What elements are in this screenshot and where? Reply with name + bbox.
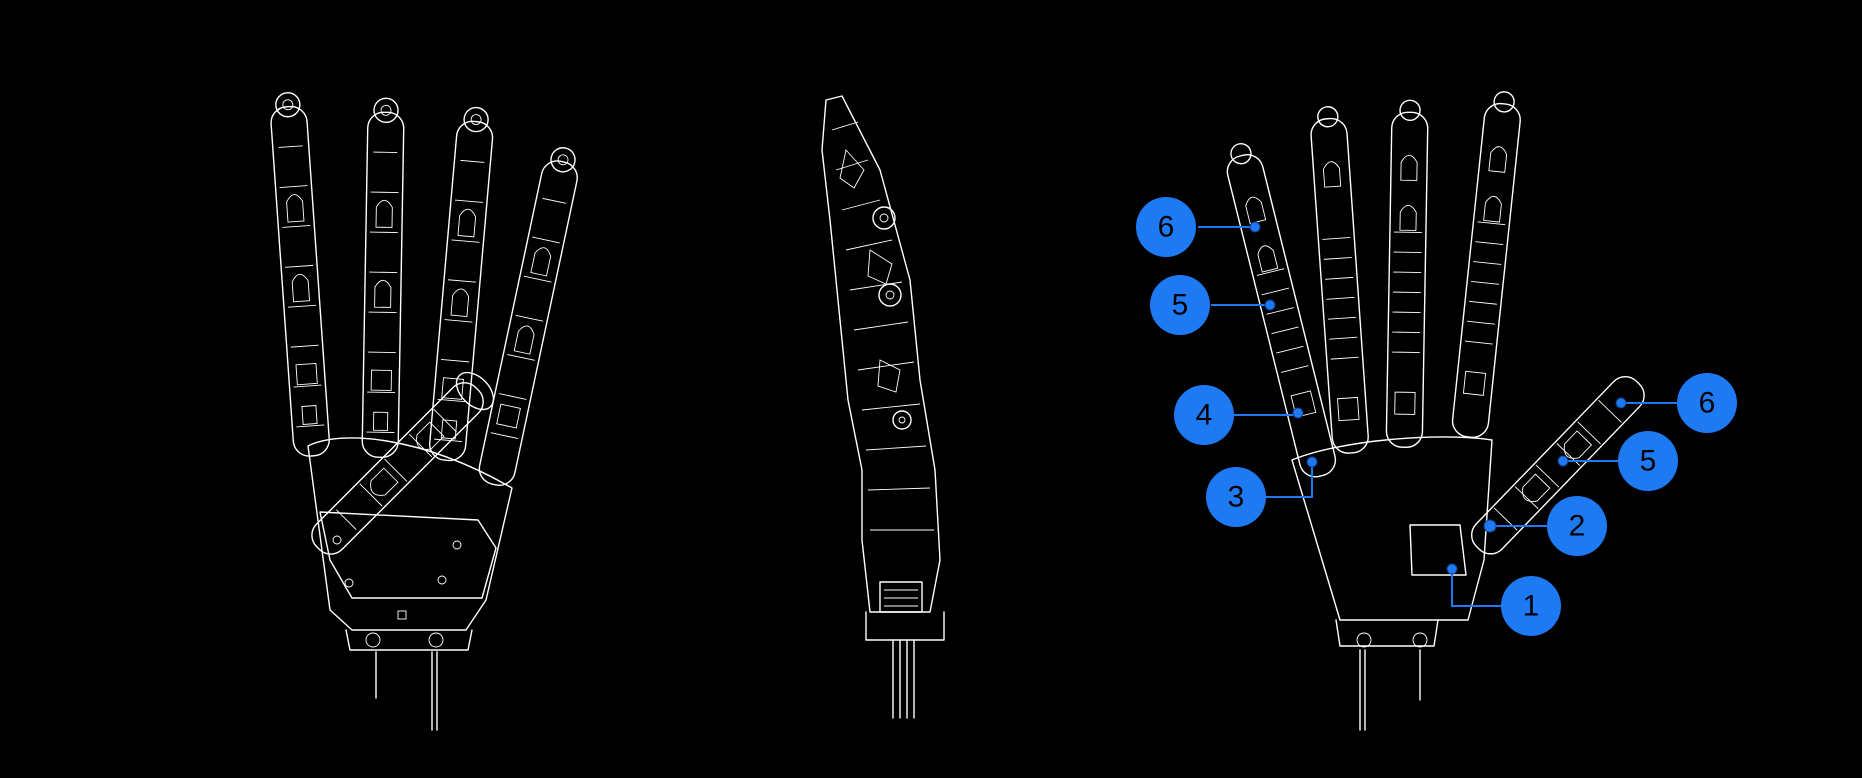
- robotic-hand-front-icon: [270, 92, 578, 731]
- svg-text:6: 6: [1158, 211, 1175, 244]
- svg-text:3: 3: [1228, 481, 1245, 514]
- joint-dot: [1483, 519, 1497, 533]
- svg-text:4: 4: [1196, 399, 1213, 432]
- robotic-hand-annotated-icon: 6 5 4 3 6 5 2 1: [1136, 91, 1737, 731]
- callout-badge-thumb-1: 1: [1501, 576, 1561, 636]
- callout-badge-index-5: 5: [1150, 275, 1210, 335]
- joint-dot: [1446, 563, 1458, 575]
- callout-badge-index-6: 6: [1136, 197, 1196, 257]
- joint-dot: [1306, 456, 1318, 468]
- joint-dot: [1292, 407, 1304, 419]
- joint-dot: [1264, 299, 1276, 311]
- svg-text:5: 5: [1640, 445, 1657, 478]
- svg-text:6: 6: [1699, 387, 1716, 420]
- callout-badge-thumb-2: 2: [1547, 496, 1607, 556]
- callout-badge-thumb-5: 5: [1618, 431, 1678, 491]
- svg-text:2: 2: [1569, 510, 1586, 543]
- joint-dot: [1615, 397, 1627, 409]
- robotic-hand-side-icon: [821, 95, 945, 719]
- callout-badge-index-4: 4: [1174, 385, 1234, 445]
- callout-badge-thumb-6: 6: [1677, 373, 1737, 433]
- svg-text:5: 5: [1172, 289, 1189, 322]
- joint-dot: [1557, 455, 1569, 467]
- svg-text:1: 1: [1523, 590, 1540, 623]
- callout-badge-index-3: 3: [1206, 467, 1266, 527]
- joint-dot: [1249, 221, 1261, 233]
